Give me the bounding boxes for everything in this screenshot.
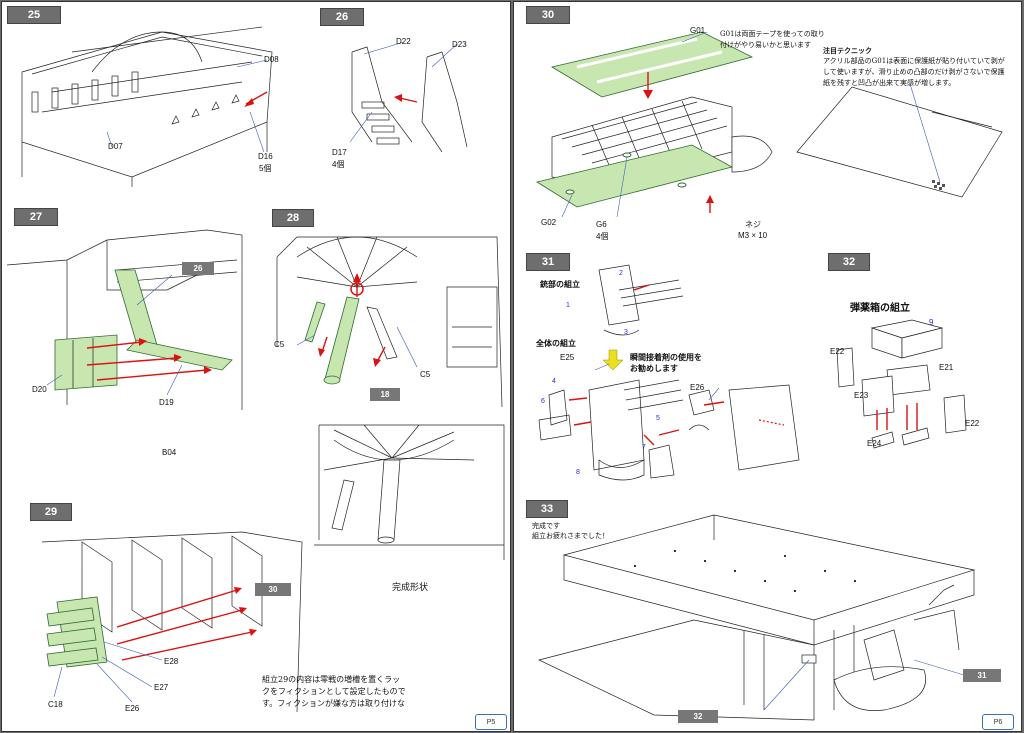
screw-size-label: M3 × 10: [738, 231, 768, 240]
part-e27-label: E27: [154, 683, 169, 692]
part-e28-label: E28: [164, 657, 179, 666]
part-e24-label: E24: [867, 439, 882, 448]
step-31-number-7: 7: [642, 444, 646, 451]
part-d08-label: D08: [264, 55, 279, 64]
step-29-drawing: [41, 531, 303, 713]
part-c5-right-label: C5: [420, 370, 431, 379]
barrel-assembly-label: 銃部の組立: [540, 279, 580, 289]
step-31-number-5: 5: [656, 415, 660, 422]
part-d22-label: D22: [396, 37, 411, 46]
step-27-drawing: [6, 229, 243, 410]
whole-assembly-label: 全体の組立: [536, 338, 576, 348]
step-29-note: 組立29の内容は零戦の増槽を置くラッ クをフィクションとして設定したもので す。…: [262, 675, 406, 708]
part-d16-qty: 5個: [259, 164, 272, 173]
technique-text: アクリル部品のG01は表面に保護紙が貼り付いていて剥が して使いますが、滑り止め…: [823, 57, 1005, 87]
part-e23-label: E23: [854, 391, 869, 400]
part-b04-label: B04: [162, 448, 177, 457]
manual-page-p6: 30 G01 G02 G6 4個 ネジ M3 × 10 G01は両面テープを使っ…: [513, 1, 1022, 732]
completion-message: 完成です 組立お疲れさまでした！: [532, 522, 609, 540]
part-g02-label: G02: [541, 218, 557, 227]
part-g6-qty: 4個: [596, 232, 609, 241]
step-31-number-4: 4: [552, 378, 556, 385]
part-d17-label: D17: [332, 148, 347, 157]
part-g6-label: G6: [596, 220, 607, 229]
step-25-badge: 25: [7, 6, 61, 24]
step-32-drawing: [836, 319, 967, 449]
ref-step-18-callout: 18: [370, 388, 400, 401]
finished-shape-drawing: [314, 424, 505, 560]
step-31-number-8: 8: [576, 469, 580, 476]
part-e26-label-s31: E26: [690, 383, 705, 392]
step-31-number-6: 6: [541, 398, 545, 405]
step-27-badge: 27: [14, 208, 58, 226]
part-e25-label: E25: [560, 353, 575, 362]
glue-note: 瞬間接着剤の使用を お勧めします: [630, 352, 702, 373]
part-e22-right-label: E22: [965, 419, 980, 428]
part-c5-left-label: C5: [274, 340, 285, 349]
part-e21-label: E21: [939, 363, 954, 372]
step-28-badge: 28: [272, 209, 314, 227]
part-d16-label: D16: [258, 152, 273, 161]
step-31-drawing: [538, 264, 800, 481]
step-28-drawing: [276, 236, 503, 408]
step-26-drawing: [349, 41, 468, 153]
step-31-number-1: 1: [566, 302, 570, 309]
step-33-drawing: [537, 514, 976, 721]
screw-label: ネジ: [745, 220, 761, 229]
page-number-p5: P5: [475, 714, 507, 730]
part-d23-label: D23: [452, 40, 467, 49]
part-d17-qty: 4個: [332, 160, 345, 169]
part-e26-label: E26: [125, 704, 140, 713]
step-32-badge: 32: [828, 253, 870, 271]
part-c18-label: C18: [48, 700, 63, 709]
part-d07-label: D07: [108, 142, 123, 151]
manual-page-p5: 25 D08 D07 D16 5個 26 D22 D23 D17 4個 27: [1, 1, 511, 732]
step-29-badge: 29: [30, 503, 72, 521]
step-33-badge: 33: [526, 500, 568, 518]
ref-step-32-callout: 32: [678, 710, 718, 723]
part-d19-label: D19: [159, 398, 174, 407]
step-31-number-2: 2: [619, 270, 623, 277]
part-d20-label: D20: [32, 385, 47, 394]
step-31-badge: 31: [526, 253, 570, 271]
part-g01-label: G01: [690, 26, 706, 35]
acrylic-sheet-drawing: [796, 83, 1003, 198]
ammo-box-title: 弾薬箱の組立: [850, 303, 910, 314]
ref-step-26-callout: 26: [182, 262, 214, 275]
step-31-number-3: 3: [624, 329, 628, 336]
step-30-badge: 30: [526, 6, 570, 24]
ref-step-31-callout: 31: [963, 669, 1001, 682]
step-30-drawing: [535, 31, 773, 218]
step-25-drawing: [21, 26, 273, 187]
technique-title: 注目テクニック: [823, 47, 872, 55]
part-9-label: 9: [929, 318, 934, 327]
page-number-p6: P6: [982, 714, 1014, 730]
part-e22-left-label: E22: [830, 347, 845, 356]
step-30-note: G01は両面テープを使っての取り 付けがやり易いかと思います: [720, 30, 825, 49]
finished-shape-label: 完成形状: [392, 583, 429, 593]
ref-step-30-callout: 30: [255, 583, 291, 596]
step-26-badge: 26: [320, 8, 364, 26]
